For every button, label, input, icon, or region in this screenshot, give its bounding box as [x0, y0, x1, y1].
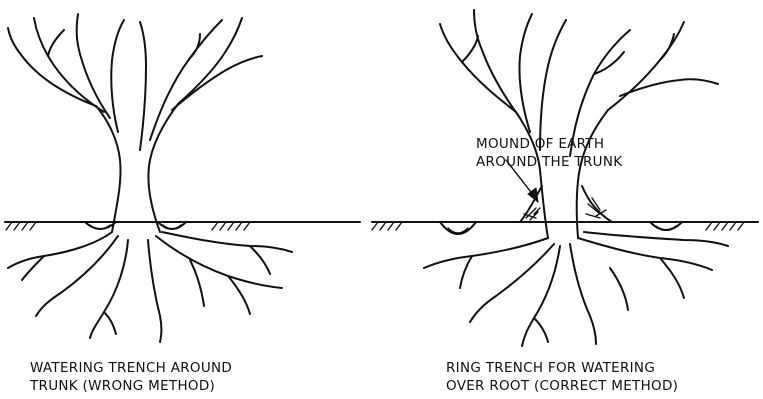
right-tree-roots [424, 232, 728, 346]
right-caption-line1: RING TRENCH FOR WATERING [446, 360, 655, 376]
left-tree-trunk [96, 104, 178, 232]
right-caption-line2: OVER ROOT (CORRECT METHOD) [446, 378, 678, 394]
right-ring-trench [440, 222, 682, 234]
annotation-mound-line2: AROUND THE TRUNK [476, 154, 623, 170]
left-caption-line1: WATERING TRENCH AROUND [30, 360, 232, 376]
annotation-mound-line1: MOUND OF EARTH [476, 136, 604, 152]
left-tree-illustration [5, 14, 360, 342]
right-ground-line [372, 222, 758, 230]
left-caption-line2: TRUNK (WRONG METHOD) [29, 378, 215, 394]
left-tree-roots [8, 232, 292, 342]
right-tree-branches [440, 10, 718, 156]
right-tree-illustration [372, 10, 758, 346]
left-trench-near-trunk [85, 222, 186, 229]
left-tree-branches [8, 14, 262, 150]
